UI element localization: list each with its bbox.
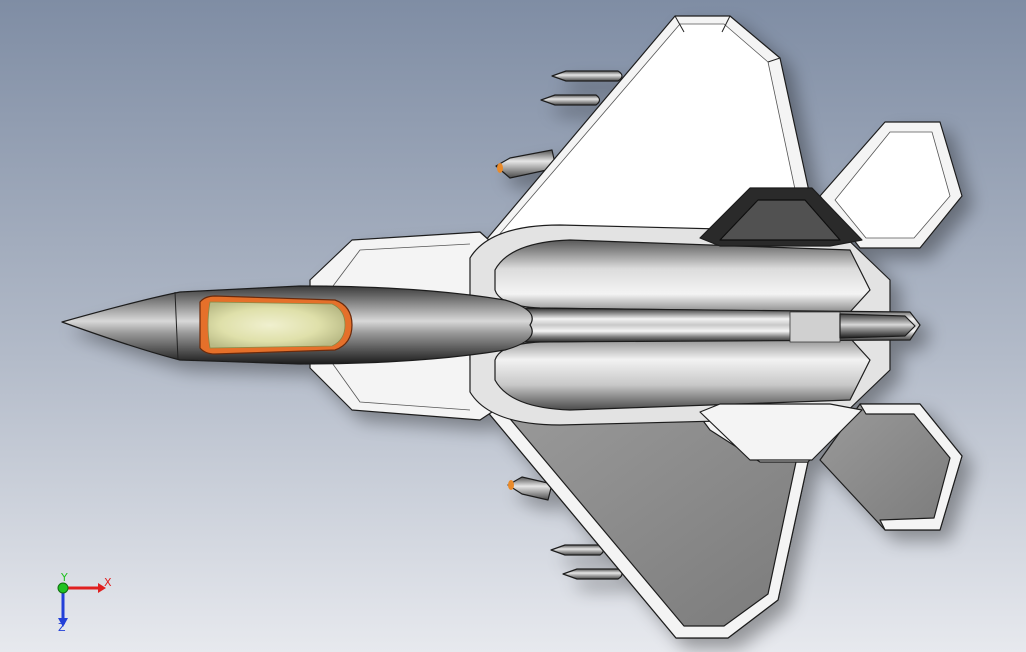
triad-z-arrow-icon — [58, 618, 68, 627]
triad-y-label: Y — [61, 571, 68, 584]
coordinate-triad[interactable] — [57, 582, 106, 627]
tail-lower[interactable] — [819, 403, 963, 531]
missile-upper-1[interactable] — [551, 70, 623, 82]
missile-upper-2[interactable] — [540, 94, 601, 106]
ventral-intake[interactable] — [699, 403, 863, 461]
fuselage-body[interactable] — [469, 224, 921, 426]
triad-x-label: X — [104, 576, 112, 589]
missile-lower-3[interactable] — [562, 568, 623, 580]
tail-upper[interactable] — [819, 121, 963, 249]
missile-lower-1[interactable] — [507, 476, 553, 501]
triad-x-arrow-icon — [98, 583, 106, 593]
triad-z-label: Z — [58, 621, 66, 634]
cockpit-canopy[interactable] — [199, 295, 353, 355]
dorsal-intake[interactable] — [699, 187, 863, 247]
fighter-jet-model[interactable] — [61, 15, 963, 639]
triad-origin-icon — [57, 582, 69, 594]
